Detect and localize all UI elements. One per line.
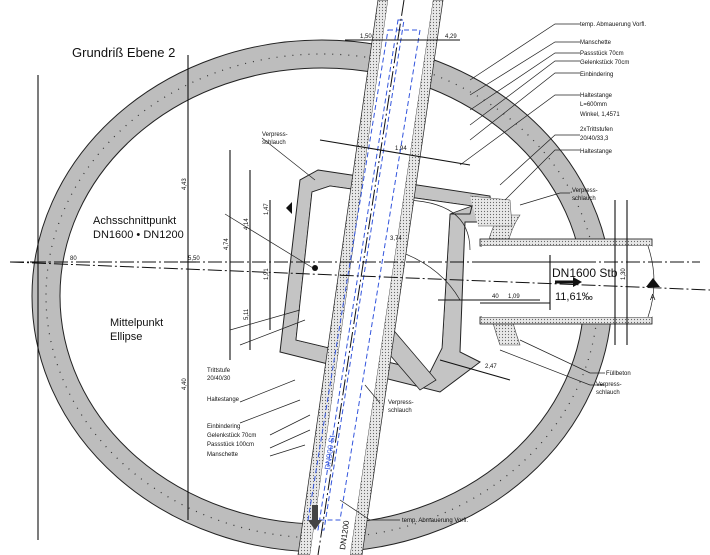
svg-text:Haltestange: Haltestange (207, 397, 240, 403)
callouts-left: Trittstufe 20/40/30 Haltestange Einbinde… (207, 368, 256, 458)
svg-text:Einbindering: Einbindering (207, 424, 240, 430)
label-ellipse: Ellipse (110, 331, 142, 343)
callouts-right: temp. Abmauerung Vorfl. Manschette Passs… (580, 22, 646, 155)
svg-text:L=600mm: L=600mm (580, 102, 607, 108)
svg-text:80: 80 (70, 256, 77, 262)
svg-text:4,14: 4,14 (244, 218, 250, 230)
svg-text:3,74: 3,74 (390, 236, 402, 242)
svg-text:4,40: 4,40 (182, 378, 188, 390)
callouts-right-lower: Verpress- schlauch Füllbeton Verpress- s… (572, 188, 631, 396)
svg-text:Einbindering: Einbindering (580, 72, 613, 78)
svg-text:5,50: 5,50 (188, 256, 200, 262)
label-pipe-bottom: DN1200 (338, 519, 351, 550)
svg-text:Gelenkstück 70cm: Gelenkstück 70cm (580, 60, 629, 66)
svg-text:Füllbeton: Füllbeton (606, 371, 631, 377)
svg-text:2,47: 2,47 (485, 364, 497, 370)
svg-text:20/40/33,3: 20/40/33,3 (580, 136, 609, 142)
svg-text:4,29: 4,29 (445, 34, 457, 40)
svg-text:schlauch: schlauch (388, 408, 412, 414)
svg-text:schlauch: schlauch (572, 196, 596, 202)
svg-text:Trittstufe: Trittstufe (207, 368, 231, 374)
svg-text:1,91: 1,91 (264, 268, 270, 280)
svg-text:4,74: 4,74 (224, 238, 230, 250)
dimension-labels: 1,50 4,29 4,43 4,40 5,50 4,74 4,14 1,91 … (70, 34, 627, 390)
main-axis (9, 261, 710, 291)
svg-text:20/40/30: 20/40/30 (207, 376, 231, 382)
label-pipe-slope: 11,61‰ (555, 291, 593, 303)
axis-intersection-point (312, 265, 318, 271)
svg-text:Verpress-: Verpress- (388, 400, 414, 406)
svg-text:1,09: 1,09 (508, 294, 520, 300)
callout-bottom: temp. Abmauerung Vorfl. (402, 518, 468, 524)
svg-text:Haltestange: Haltestange (580, 93, 613, 99)
svg-text:Winkel, 1,4571: Winkel, 1,4571 (580, 112, 620, 118)
svg-text:5,11: 5,11 (244, 308, 250, 320)
svg-text:Manschette: Manschette (207, 452, 239, 458)
svg-text:Verpress-: Verpress- (596, 382, 622, 388)
svg-text:1,94: 1,94 (395, 146, 407, 152)
svg-text:temp. Abmauerung Vorfl.: temp. Abmauerung Vorfl. (580, 22, 646, 28)
pipe-dn1600 (479, 200, 660, 346)
svg-text:Passstück 70cm: Passstück 70cm (580, 51, 624, 57)
svg-text:schlauch: schlauch (262, 140, 286, 146)
label-mittelpunkt: Mittelpunkt (110, 317, 163, 329)
label-achsschnittpunkt: Achsschnittpunkt (93, 215, 176, 227)
svg-text:1,50: 1,50 (360, 34, 372, 40)
section-arrow-icon (646, 278, 660, 287)
svg-text:4,43: 4,43 (182, 178, 188, 190)
svg-text:40: 40 (492, 294, 499, 300)
svg-text:Verpress-: Verpress- (572, 188, 598, 194)
label-section-a: A (650, 293, 656, 302)
svg-text:2xTrittstufen: 2xTrittstufen (580, 127, 613, 133)
svg-text:1,47: 1,47 (264, 203, 270, 215)
svg-text:Gelenkstück 70cm: Gelenkstück 70cm (207, 433, 256, 439)
svg-text:Verpress-: Verpress- (262, 132, 288, 138)
drawing-title: Grundriß Ebene 2 (72, 45, 175, 60)
label-pipe-right: DN1600 Stb (552, 266, 618, 280)
callouts-inner: Verpress- schlauch Verpress- schlauch te… (262, 132, 468, 524)
svg-text:Haltestange: Haltestange (580, 149, 613, 155)
svg-text:Manschette: Manschette (580, 40, 612, 46)
leader-lines (224, 23, 605, 521)
label-achsschnittpunkt-dn: DN1600 • DN1200 (93, 229, 184, 241)
svg-text:Passstück 100cm: Passstück 100cm (207, 442, 254, 448)
svg-text:1,30: 1,30 (621, 268, 627, 280)
svg-text:schlauch: schlauch (596, 390, 620, 396)
